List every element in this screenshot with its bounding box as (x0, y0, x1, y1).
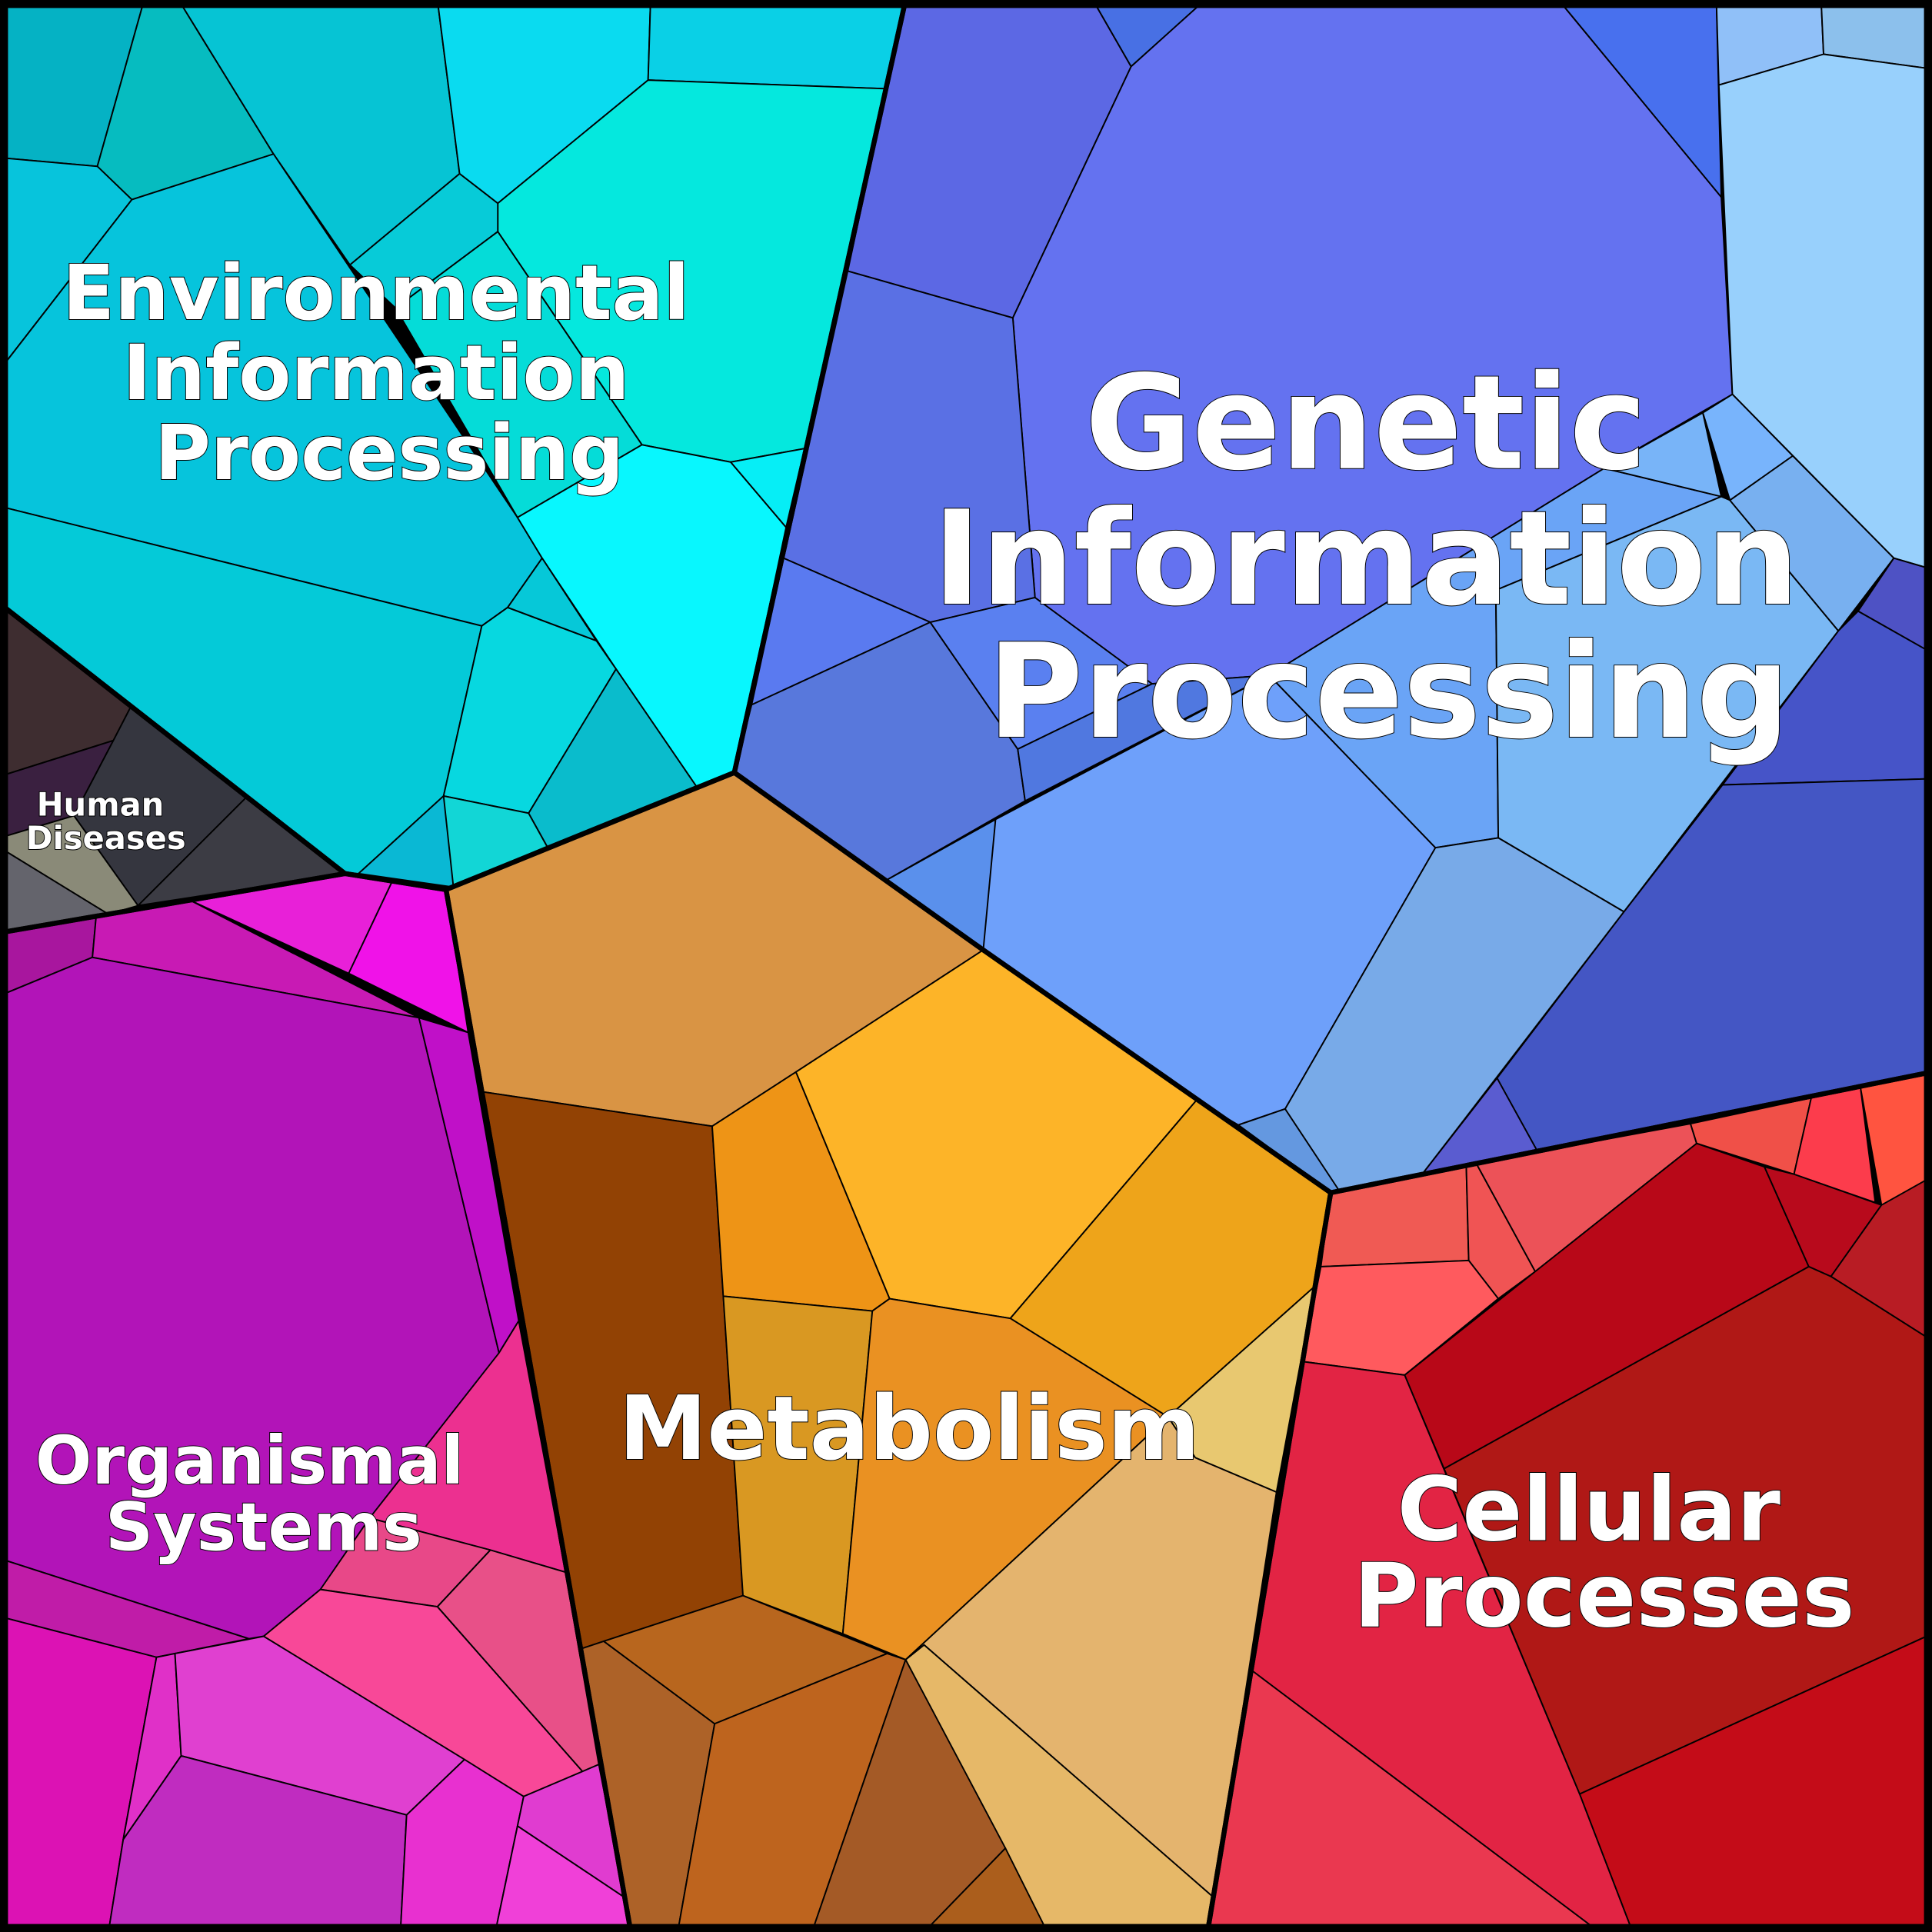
cell-genetic (1820, 0, 1932, 70)
label-genetic: Genetic Information Processing (933, 348, 1845, 768)
cell-environmental (358, 794, 455, 888)
label-human-diseases: Human Diseases (26, 786, 186, 857)
cell-organismal (495, 1825, 632, 1932)
cell-environmental (647, 0, 907, 90)
cell-metabolism (811, 1658, 1007, 1932)
label-environmental: Environmental Information Processing (62, 249, 716, 498)
cell-genetic (1603, 411, 1723, 498)
label-organismal: Organismal Systems (35, 1423, 487, 1567)
cell-metabolism (904, 1644, 1214, 1932)
cell-genetic (1857, 557, 1932, 655)
cell-metabolism (923, 1847, 1048, 1932)
cell-environmental (349, 172, 499, 309)
cell-environmental (507, 557, 598, 642)
cell-organismal (108, 1754, 408, 1932)
boundary-cellular (1204, 1069, 1932, 1932)
label-metabolism: Metabolism (619, 1377, 1201, 1481)
cell-genetic (1721, 610, 1932, 786)
label-cellular: Cellular Processes (1354, 1459, 1854, 1648)
